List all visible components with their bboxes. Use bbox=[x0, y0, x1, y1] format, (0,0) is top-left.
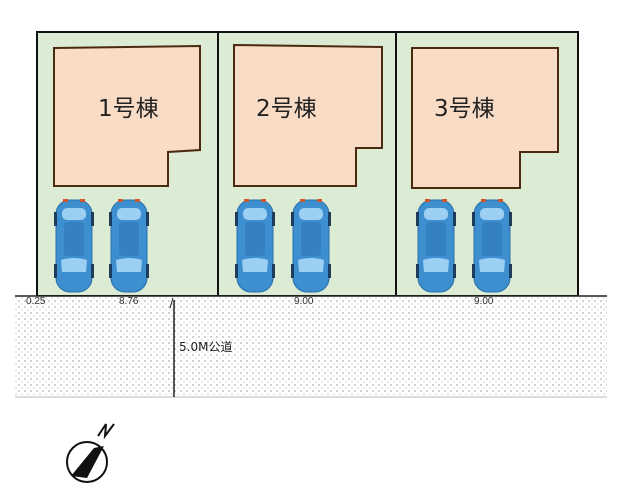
road-label: 5.0M公道 bbox=[179, 340, 232, 354]
frontage-label: 8.76 bbox=[119, 296, 139, 307]
lot-2: 2号棟 bbox=[217, 31, 397, 297]
car-icon bbox=[53, 198, 95, 293]
car-icon bbox=[471, 198, 513, 293]
lot-3: 3号棟 bbox=[395, 31, 579, 297]
car-icon bbox=[415, 198, 457, 293]
frontage-label: 0.25 bbox=[26, 296, 46, 307]
house-2-label: 2号棟 bbox=[256, 96, 317, 122]
house-1-label: 1号棟 bbox=[98, 96, 159, 122]
frontage-label: 9.00 bbox=[294, 296, 314, 307]
lot-1: 1号棟 bbox=[36, 31, 219, 297]
road: 5.0M公道 0.25 8.76 9.00 9.00 bbox=[15, 295, 607, 398]
north-arrow-icon: N bbox=[66, 423, 115, 483]
house-2 bbox=[233, 43, 383, 187]
house-3 bbox=[411, 47, 559, 189]
house-1 bbox=[53, 44, 201, 187]
house-3-label: 3号棟 bbox=[434, 96, 495, 122]
car-icon bbox=[234, 198, 276, 293]
car-icon bbox=[108, 198, 150, 293]
car-icon bbox=[290, 198, 332, 293]
frontage-label: 9.00 bbox=[474, 296, 494, 307]
